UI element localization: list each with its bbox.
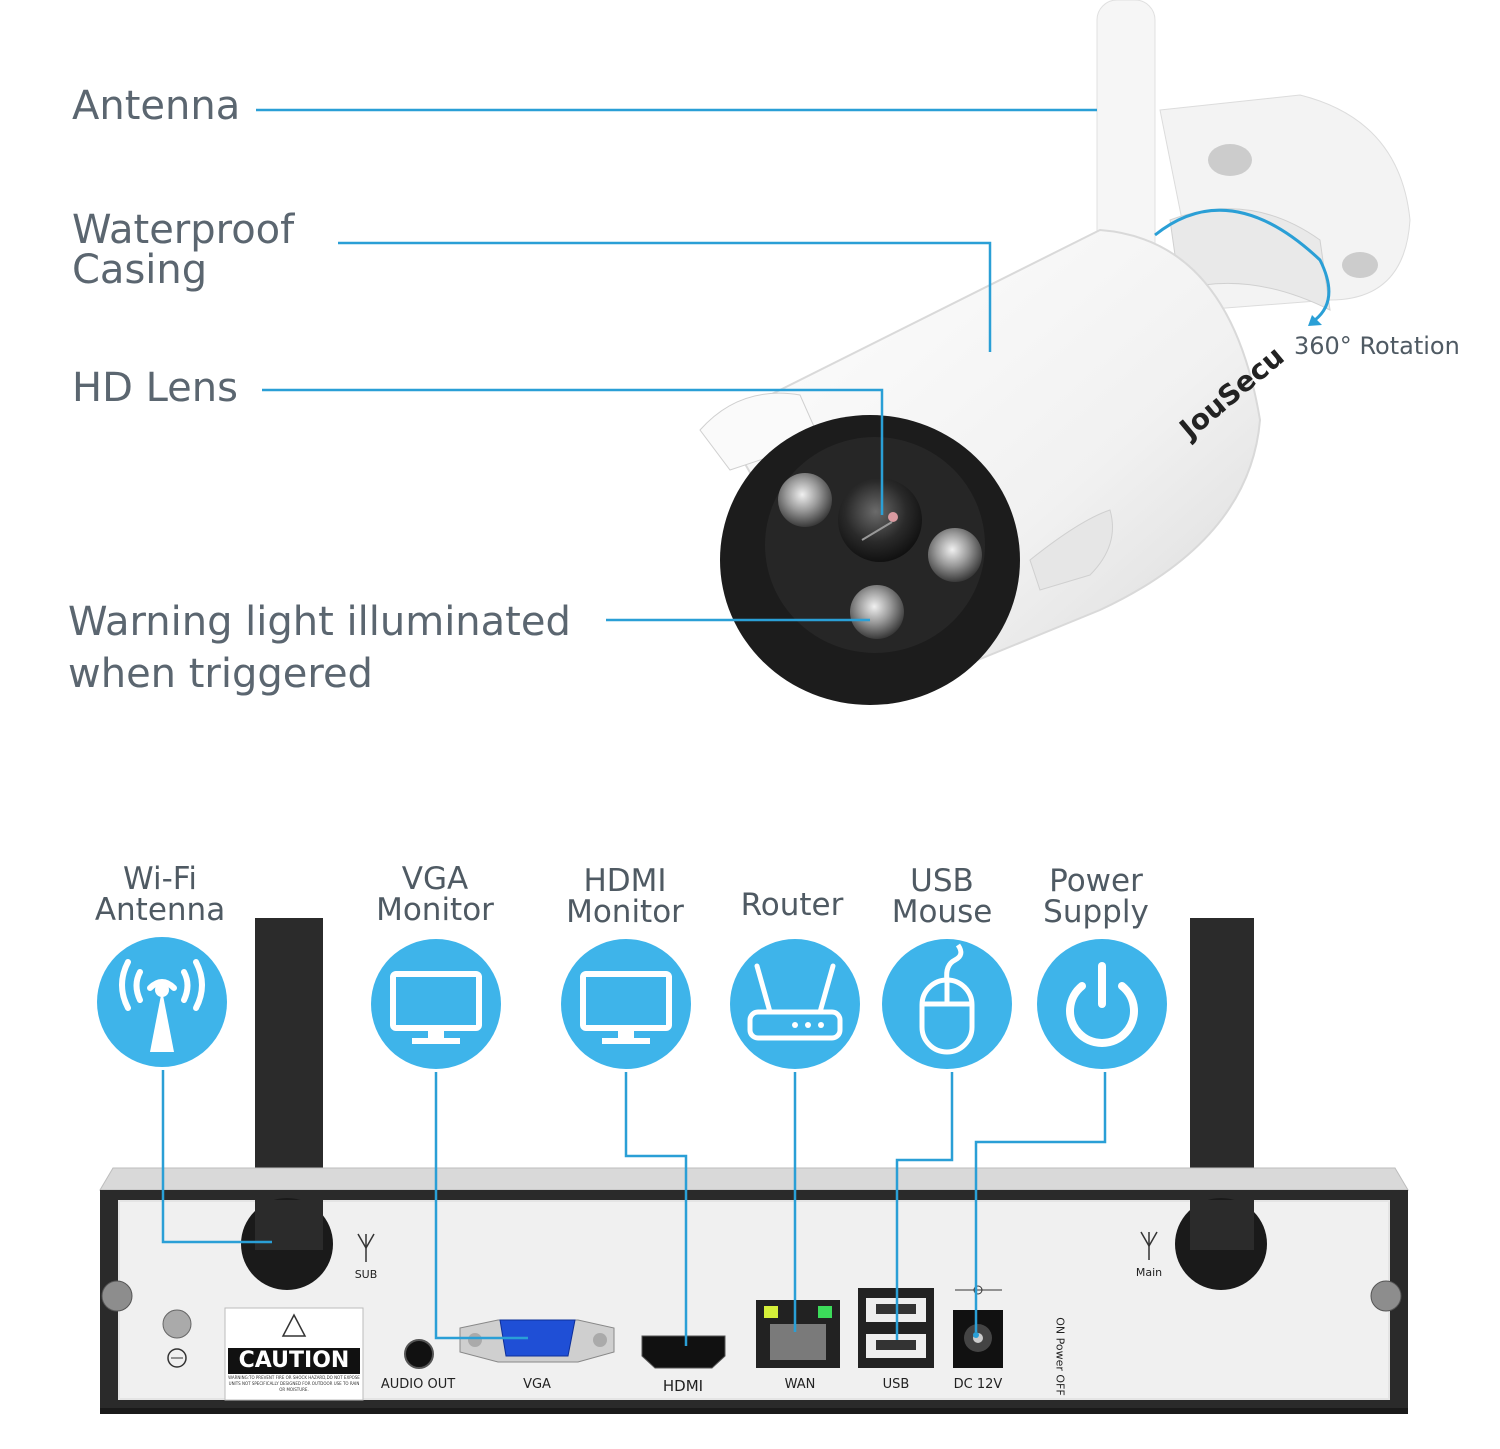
dc-port-label: DC 12V bbox=[953, 1377, 1003, 1392]
vga-label-line2: Monitor bbox=[376, 892, 494, 928]
warning-light bbox=[850, 585, 904, 639]
vga-port bbox=[499, 1319, 576, 1357]
camera-callouts bbox=[256, 108, 1097, 622]
ir-led bbox=[778, 473, 832, 527]
hdmi-port-label: HDMI bbox=[662, 1377, 704, 1395]
usb-label-line2: Mouse bbox=[891, 894, 993, 930]
hdmi-label-line1: HDMI bbox=[583, 863, 667, 899]
warning-label-line1: Warning light illuminated bbox=[68, 599, 571, 645]
camera-illustration: JouSecu bbox=[699, 0, 1411, 705]
power-switch-label: ON Power OFF bbox=[1053, 1317, 1067, 1396]
antenna-label: Antenna bbox=[72, 83, 241, 129]
usb-port-label: USB bbox=[882, 1377, 910, 1392]
sub-antenna-label: SUB bbox=[354, 1268, 378, 1281]
main-antenna-label: Main bbox=[1135, 1266, 1163, 1279]
ir-led bbox=[928, 528, 982, 582]
audio-out-label: AUDIO OUT bbox=[380, 1377, 456, 1392]
power-label-line2: Supply bbox=[1043, 894, 1149, 930]
usb-label-line1: USB bbox=[910, 863, 974, 899]
wifi-label-line1: Wi-Fi bbox=[123, 861, 197, 897]
power-label-line1: Power bbox=[1049, 863, 1143, 899]
warning-label-line2: when triggered bbox=[68, 651, 373, 697]
wifi-label-line2: Antenna bbox=[94, 892, 226, 928]
vga-port-label: VGA bbox=[523, 1377, 551, 1392]
hdmi-label-line2: Monitor bbox=[566, 894, 684, 930]
caution-text: WARNING:TO PREVENT FIRE OR SHOCK HAZARD,… bbox=[228, 1375, 360, 1392]
casing-label-line2: Casing bbox=[72, 247, 208, 293]
wan-port-label: WAN bbox=[784, 1377, 816, 1392]
caution-title: CAUTION bbox=[238, 1348, 350, 1373]
router-label: Router bbox=[740, 887, 844, 923]
lens-label: HD Lens bbox=[72, 365, 238, 411]
hd-lens bbox=[838, 478, 922, 562]
hdmi-port bbox=[641, 1335, 726, 1369]
router-icon bbox=[730, 939, 860, 1069]
vga-label-line1: VGA bbox=[401, 861, 469, 897]
rotation-label: 360° Rotation bbox=[1294, 332, 1460, 360]
casing-label-line1: Waterproof bbox=[72, 207, 295, 253]
rotation-arrow bbox=[1154, 208, 1331, 322]
